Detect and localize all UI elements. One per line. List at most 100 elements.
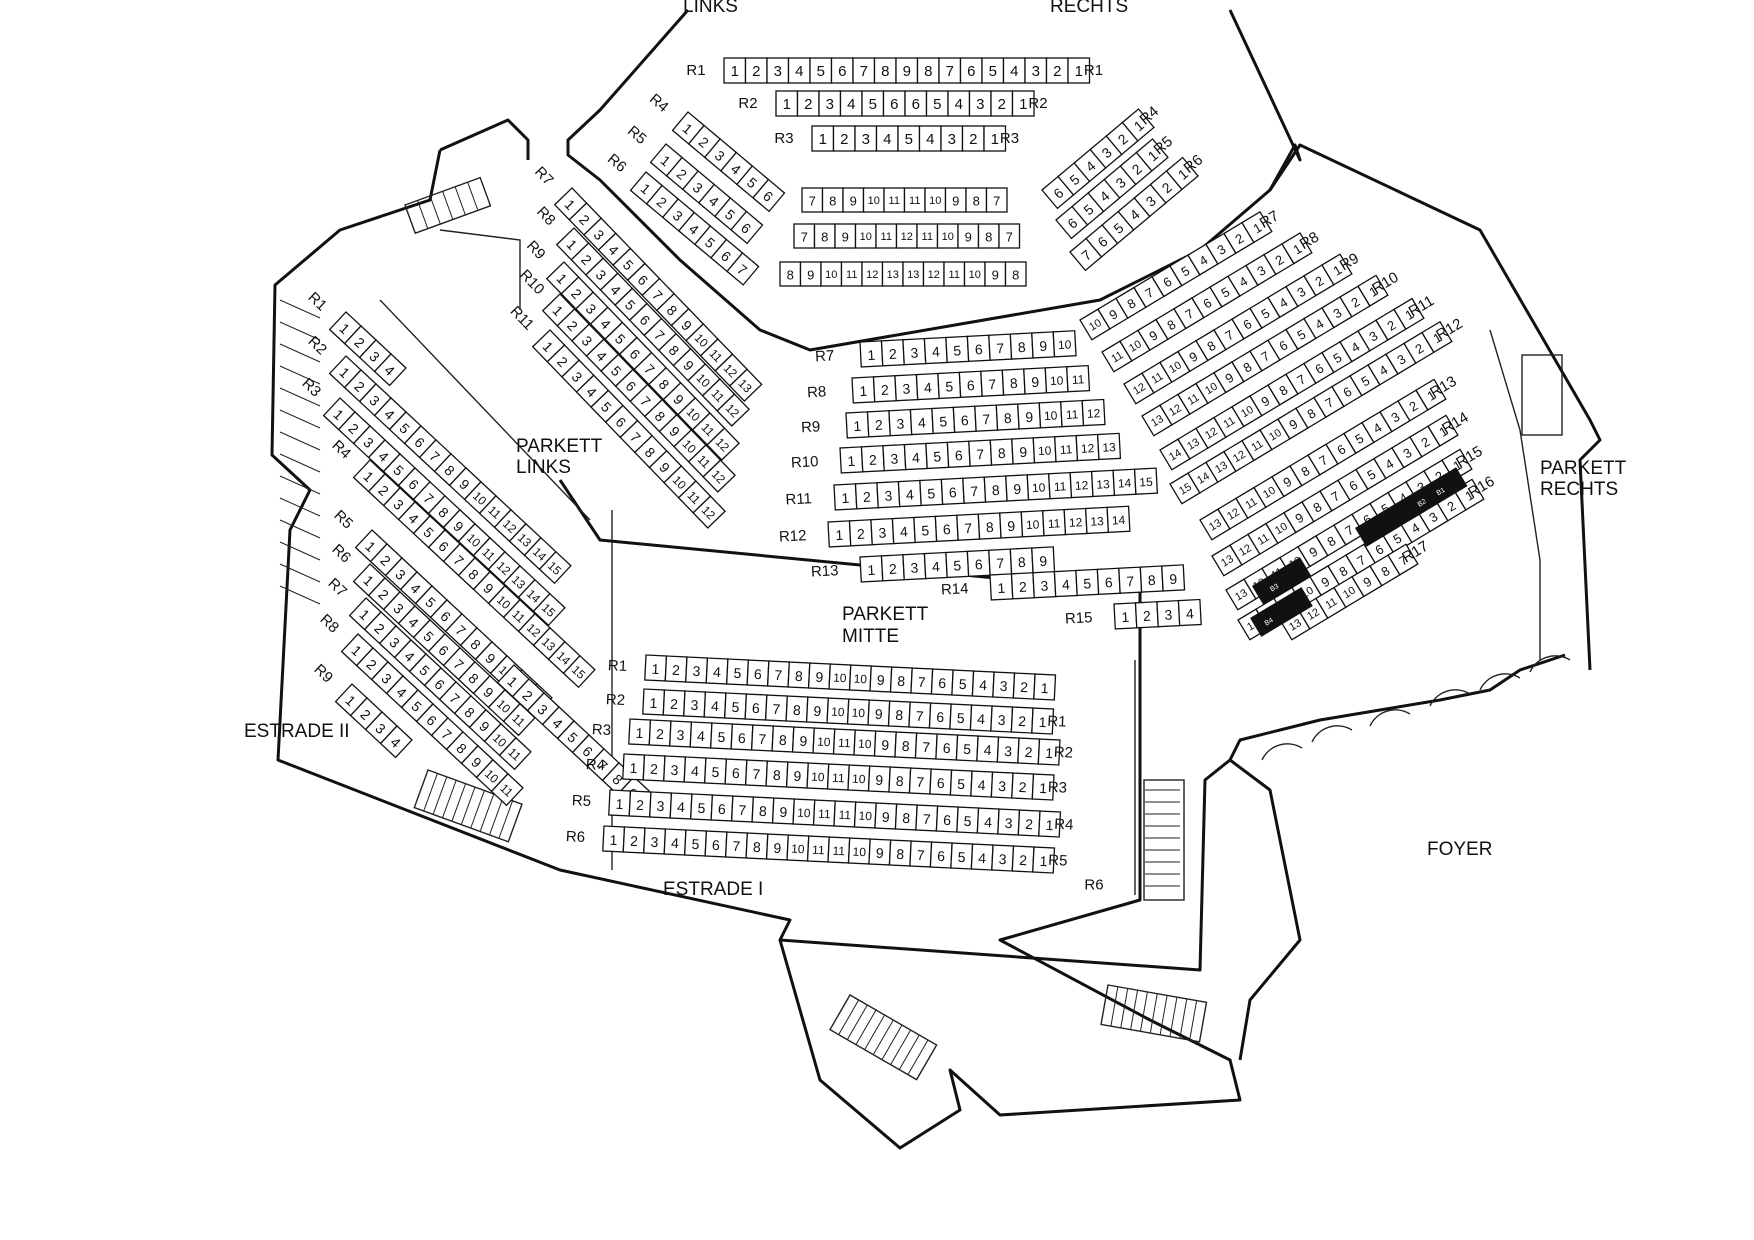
seat[interactable] — [1052, 330, 1077, 358]
door-icon[interactable] — [1311, 725, 1353, 743]
seat[interactable] — [1081, 398, 1106, 427]
seat[interactable] — [1161, 564, 1186, 592]
seat[interactable] — [702, 459, 736, 493]
seat[interactable] — [983, 125, 1007, 152]
seat-number: 10 — [853, 672, 867, 687]
staircase — [1521, 354, 1563, 436]
seat-number: 13 — [1149, 413, 1166, 430]
seat[interactable] — [1393, 297, 1425, 331]
seat[interactable] — [1031, 773, 1055, 801]
seat-number: 12 — [1069, 515, 1083, 530]
seat[interactable] — [1241, 210, 1273, 244]
seat[interactable] — [538, 550, 572, 585]
seat[interactable] — [726, 252, 760, 286]
seat[interactable] — [728, 368, 763, 402]
seat[interactable] — [730, 210, 764, 245]
seat-number: 4 — [711, 698, 720, 714]
seat-number: 7 — [976, 446, 985, 462]
seat-number: 4 — [979, 677, 988, 693]
seat[interactable] — [1177, 598, 1202, 627]
seat-number: 12 — [1167, 402, 1184, 419]
seat[interactable] — [1032, 846, 1056, 874]
seat[interactable] — [1133, 467, 1159, 495]
seat[interactable] — [1033, 673, 1057, 701]
door-icon[interactable] — [1429, 689, 1471, 707]
seat[interactable] — [1031, 707, 1055, 735]
seat-number: 1 — [859, 383, 868, 399]
seat[interactable] — [1066, 364, 1091, 393]
seat-number: 1 — [609, 832, 618, 848]
seat-number: 9 — [877, 672, 886, 688]
seat[interactable] — [1004, 261, 1027, 287]
seat[interactable] — [716, 393, 750, 427]
seat[interactable] — [1321, 253, 1353, 286]
seat[interactable] — [1427, 414, 1459, 447]
row-label-end: R2 — [1028, 95, 1047, 112]
seat-number: 7 — [1006, 230, 1013, 245]
seat-number: 7 — [964, 520, 973, 536]
staircase — [413, 769, 523, 843]
seat-number: 5 — [927, 485, 936, 501]
seat[interactable] — [373, 353, 407, 387]
seat-number: 5 — [933, 96, 941, 113]
door-icon[interactable] — [1261, 743, 1303, 761]
seat-number: 6 — [752, 700, 761, 716]
seat-number: 3 — [890, 450, 899, 466]
box-b1-b2[interactable] — [1355, 467, 1468, 547]
box-b4[interactable] — [1250, 587, 1313, 637]
seat-number: 1 — [649, 695, 658, 711]
seat[interactable] — [1106, 505, 1131, 534]
seat-number: 6 — [936, 709, 945, 725]
door-icon[interactable] — [1529, 655, 1571, 673]
row-label-end: R2 — [1053, 744, 1073, 762]
seat-number: 6 — [838, 63, 846, 80]
staircase — [1100, 984, 1208, 1043]
door-icon[interactable] — [1479, 673, 1521, 691]
seat-number: 8 — [821, 230, 828, 245]
seat-number: 11 — [1185, 392, 1201, 408]
seat[interactable] — [998, 223, 1021, 249]
seat[interactable] — [532, 592, 566, 627]
seat[interactable] — [1165, 156, 1199, 191]
seat[interactable] — [490, 772, 524, 807]
seat[interactable] — [562, 654, 596, 689]
seat-number: 10 — [858, 737, 872, 752]
box-b3[interactable] — [1252, 557, 1312, 605]
door-icon[interactable] — [1369, 709, 1411, 727]
box-b1-label: B1 — [1436, 487, 1447, 497]
seat-number: 11 — [846, 269, 857, 281]
seat[interactable] — [1096, 432, 1122, 461]
row-label: R5 — [331, 507, 357, 533]
foyer-doors[interactable] — [1261, 655, 1571, 761]
seat-number: 3 — [910, 344, 919, 360]
seat[interactable] — [379, 725, 413, 759]
seat[interactable] — [1415, 378, 1447, 411]
seat[interactable] — [1038, 810, 1062, 838]
seat[interactable] — [752, 178, 786, 213]
seat[interactable] — [1067, 57, 1091, 84]
seat[interactable] — [498, 736, 532, 771]
seat-number: 7 — [732, 838, 741, 854]
seat[interactable] — [985, 187, 1008, 213]
seat-number: 3 — [878, 524, 887, 540]
seat[interactable] — [1037, 738, 1061, 766]
seat[interactable] — [1387, 543, 1419, 576]
seat[interactable] — [1357, 274, 1389, 307]
seat[interactable] — [1421, 320, 1453, 354]
seat-number: 2 — [869, 452, 878, 468]
seat-number: 5 — [957, 776, 966, 792]
row-label: R4 — [585, 756, 605, 774]
seat[interactable] — [1281, 232, 1313, 265]
seat[interactable] — [1011, 90, 1035, 117]
seat-number: 8 — [829, 194, 836, 209]
seat[interactable] — [706, 427, 740, 461]
seat[interactable] — [1135, 138, 1169, 172]
seat-number: 2 — [1019, 852, 1028, 868]
seat-number: 10 — [1127, 338, 1144, 355]
seat[interactable] — [692, 495, 726, 529]
seat[interactable] — [1121, 108, 1155, 142]
seat-number: 8 — [997, 445, 1006, 461]
